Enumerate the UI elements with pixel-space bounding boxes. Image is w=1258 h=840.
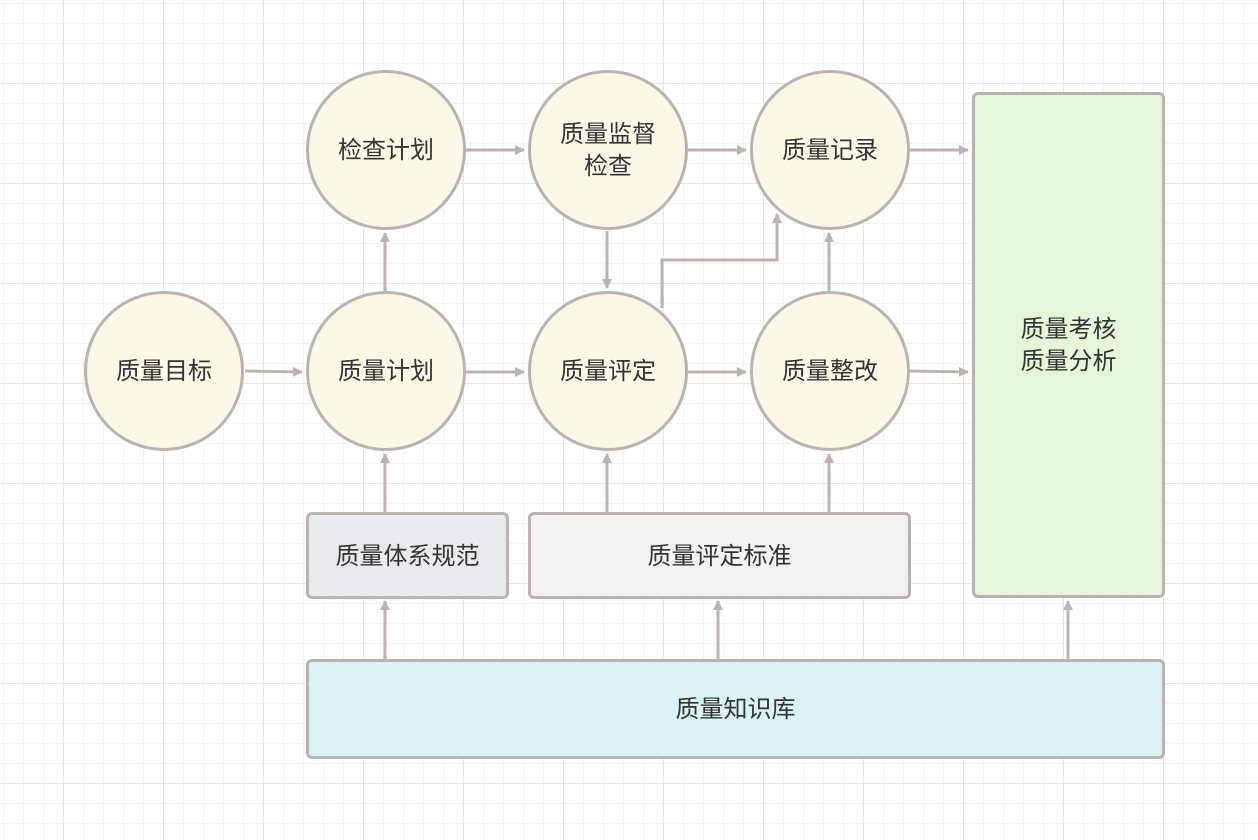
node-supervision-inspection-label: 质量监督 检查 bbox=[560, 120, 656, 180]
node-quality-goal-label: 质量目标 bbox=[116, 357, 212, 385]
node-quality-rectification-label: 质量整改 bbox=[782, 357, 878, 385]
node-knowledge-base-label: 质量知识库 bbox=[675, 695, 796, 723]
node-quality-plan-label: 质量计划 bbox=[338, 357, 434, 385]
node-knowledge-base[interactable]: 质量知识库 bbox=[306, 659, 1165, 759]
node-assessment-analysis[interactable]: 质量考核 质量分析 bbox=[972, 92, 1165, 598]
node-quality-rectification[interactable]: 质量整改 bbox=[750, 291, 910, 451]
node-quality-evaluation-label: 质量评定 bbox=[560, 357, 656, 385]
arrow-evaluation-to-record-elbow bbox=[660, 213, 782, 308]
node-evaluation-standard[interactable]: 质量评定标准 bbox=[528, 512, 911, 599]
node-quality-record-label: 质量记录 bbox=[782, 136, 878, 164]
node-supervision-inspection[interactable]: 质量监督 检查 bbox=[528, 70, 688, 230]
arrow-rectification-to-assessment bbox=[909, 366, 969, 377]
node-quality-goal[interactable]: 质量目标 bbox=[84, 291, 244, 451]
node-inspection-plan[interactable]: 检查计划 bbox=[306, 70, 466, 230]
node-system-specification[interactable]: 质量体系规范 bbox=[306, 512, 509, 599]
node-quality-plan[interactable]: 质量计划 bbox=[306, 291, 466, 451]
node-assessment-analysis-label: 质量考核 质量分析 bbox=[1020, 315, 1117, 375]
node-quality-record[interactable]: 质量记录 bbox=[750, 70, 910, 230]
node-system-specification-label: 质量体系规范 bbox=[335, 541, 480, 570]
node-quality-evaluation[interactable]: 质量评定 bbox=[528, 291, 688, 451]
arrow-goal-to-plan bbox=[244, 366, 303, 377]
node-inspection-plan-label: 检查计划 bbox=[338, 136, 434, 164]
node-evaluation-standard-label: 质量评定标准 bbox=[647, 541, 792, 570]
